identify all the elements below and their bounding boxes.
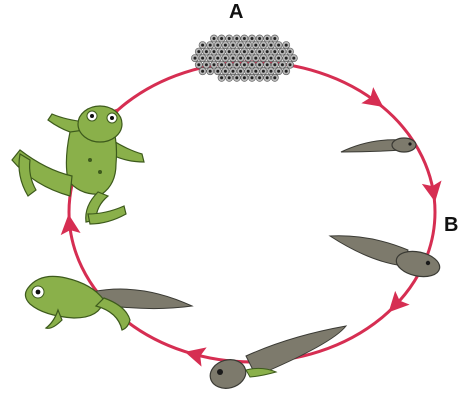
egg-embryo xyxy=(247,57,250,60)
egg-embryo xyxy=(258,76,261,79)
egg-embryo xyxy=(239,57,242,60)
egg-embryo xyxy=(224,57,227,60)
egg-embryo xyxy=(254,57,257,60)
froglet-with-tail xyxy=(25,276,192,330)
egg-embryo xyxy=(254,44,257,47)
egg-embryo xyxy=(270,57,273,60)
egg-embryo xyxy=(285,70,288,73)
tadpole-with-hind-legs xyxy=(207,326,346,392)
cycle-arrow xyxy=(182,342,206,366)
egg-embryo xyxy=(232,44,235,47)
label-a: A xyxy=(229,2,243,22)
egg-embryo xyxy=(258,63,261,66)
egg-embryo xyxy=(251,37,254,40)
egg-embryo xyxy=(273,76,276,79)
egg-embryo xyxy=(251,76,254,79)
egg-embryo xyxy=(216,57,219,60)
egg-embryo xyxy=(197,63,200,66)
egg-embryo xyxy=(285,57,288,60)
frogspawn-eggs xyxy=(191,35,297,82)
egg-embryo xyxy=(243,37,246,40)
tadpole xyxy=(330,236,442,281)
egg-embryo xyxy=(289,63,292,66)
egg-embryo xyxy=(213,50,216,53)
egg-embryo xyxy=(224,44,227,47)
egg-embryo xyxy=(266,50,269,53)
egg-embryo xyxy=(273,37,276,40)
adult-frog xyxy=(12,106,144,224)
egg-embryo xyxy=(205,63,208,66)
egg-embryo xyxy=(213,37,216,40)
egg-embryo xyxy=(194,57,197,60)
egg-embryo xyxy=(228,76,231,79)
egg-embryo xyxy=(243,63,246,66)
egg-embryo xyxy=(220,76,223,79)
egg-embryo xyxy=(258,37,261,40)
egg-embryo xyxy=(270,44,273,47)
egg-embryo xyxy=(289,50,292,53)
egg-embryo xyxy=(262,44,265,47)
small-tadpole xyxy=(341,138,416,152)
egg-embryo xyxy=(254,70,257,73)
egg-embryo xyxy=(209,70,212,73)
egg-embryo xyxy=(220,63,223,66)
egg-embryo xyxy=(273,63,276,66)
egg-embryo xyxy=(213,63,216,66)
egg-embryo xyxy=(235,37,238,40)
egg-embryo xyxy=(228,63,231,66)
egg-embryo xyxy=(281,50,284,53)
egg-embryo xyxy=(239,44,242,47)
egg-embryo xyxy=(228,50,231,53)
egg-embryo xyxy=(277,70,280,73)
egg-embryo xyxy=(209,57,212,60)
egg-embryo xyxy=(197,50,200,53)
egg-embryo xyxy=(266,76,269,79)
egg-embryo xyxy=(220,37,223,40)
egg-embryo xyxy=(273,50,276,53)
egg-embryo xyxy=(251,50,254,53)
egg-embryo xyxy=(201,44,204,47)
egg-embryo xyxy=(235,63,238,66)
egg-embryo xyxy=(262,70,265,73)
egg-embryo xyxy=(228,37,231,40)
egg-embryo xyxy=(247,70,250,73)
egg-embryo xyxy=(201,70,204,73)
egg-embryo xyxy=(266,63,269,66)
egg-embryo xyxy=(262,57,265,60)
egg-embryo xyxy=(216,44,219,47)
egg-embryo xyxy=(258,50,261,53)
egg-embryo xyxy=(243,50,246,53)
egg-embryo xyxy=(209,44,212,47)
egg-embryo xyxy=(247,44,250,47)
label-b: B xyxy=(444,215,458,235)
egg-embryo xyxy=(224,70,227,73)
egg-embryo xyxy=(270,70,273,73)
egg-embryo xyxy=(251,63,254,66)
egg-embryo xyxy=(232,57,235,60)
egg-embryo xyxy=(232,70,235,73)
egg-embryo xyxy=(281,63,284,66)
egg-embryo xyxy=(235,50,238,53)
egg-embryo xyxy=(277,44,280,47)
egg-embryo xyxy=(243,76,246,79)
egg-embryo xyxy=(201,57,204,60)
egg-embryo xyxy=(239,70,242,73)
egg-embryo xyxy=(205,50,208,53)
egg-embryo xyxy=(285,44,288,47)
egg-embryo xyxy=(216,70,219,73)
egg-embryo xyxy=(235,76,238,79)
egg-embryo xyxy=(266,37,269,40)
egg-embryo xyxy=(292,57,295,60)
egg-embryo xyxy=(220,50,223,53)
egg-embryo xyxy=(277,57,280,60)
